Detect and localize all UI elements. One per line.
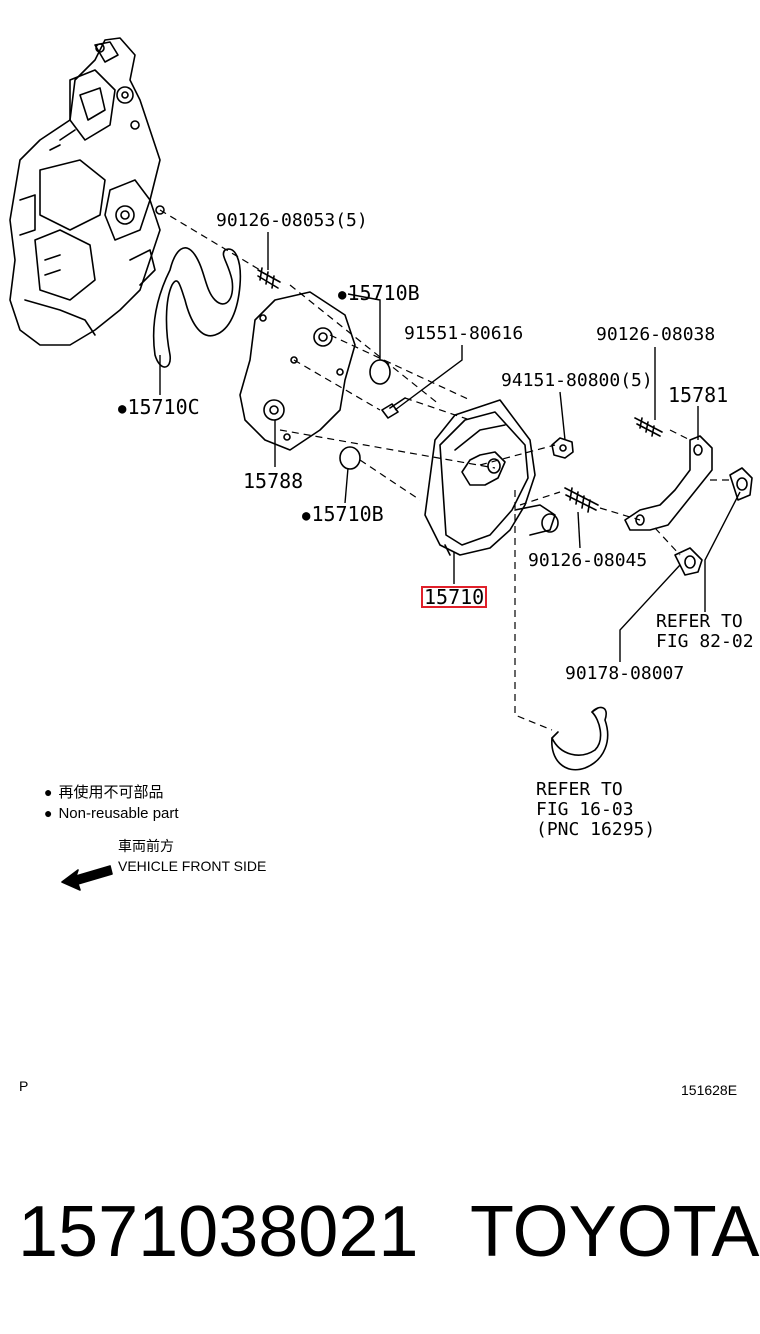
- label-plate-15788: 15788: [243, 469, 304, 493]
- label-refer-fig-82-line2: FIG 82-02: [656, 631, 754, 652]
- label-nut-94151-80800: 94151-80800(5): [501, 370, 653, 391]
- label-refer-fig-82-line1: REFER TO: [656, 611, 743, 632]
- label-refer-fig-16-line2: FIG 16-03: [536, 799, 634, 820]
- exploded-parts-diagram: [9, 37, 753, 891]
- label-stud-90126-08045: 90126-08045: [528, 550, 648, 571]
- label-bolt-91551-80616: 91551-80616: [404, 323, 524, 344]
- label-gasket-15710c: 15710C: [118, 397, 199, 420]
- label-gasket-15710b-bottom: 15710B: [302, 504, 383, 527]
- legend-non-reusable-en: ●Non-reusable part: [44, 805, 179, 822]
- oil-cooler-15710-icon: [424, 399, 559, 556]
- legend-non-reusable-jp-text: 再使用不可部品: [58, 784, 164, 801]
- engine-block-icon: [9, 37, 165, 346]
- label-bracket-15781: 15781: [668, 383, 729, 407]
- label-refer-fig-16-line3: (PNC 16295): [536, 819, 656, 840]
- corner-code-right: 151628E: [681, 1082, 738, 1098]
- hose-icon: [551, 706, 609, 771]
- gasket-15710c-icon: [152, 247, 242, 368]
- label-oil-cooler-15710-highlighted: 15710: [421, 586, 488, 608]
- bolt-90126-08053-icon: [257, 267, 281, 289]
- bushing-90178-08007-icon: [674, 467, 753, 576]
- label-refer-fig-16-line1: REFER TO: [536, 779, 623, 800]
- bolt-90126-08038-icon: [634, 417, 663, 437]
- nut-94151-80800-icon: [551, 437, 574, 459]
- cover-plate-15788-icon: [239, 291, 356, 451]
- label-bushing-90178-08007: 90178-08007: [565, 663, 685, 684]
- stud-90126-08045-icon: [564, 487, 599, 513]
- bracket-15781-icon: [624, 435, 713, 531]
- legend-front-en: VEHICLE FRONT SIDE: [118, 858, 267, 874]
- brand-name: TOYOTA: [470, 1192, 760, 1272]
- o-ring-15710b-bottom-icon: [339, 446, 361, 470]
- legend-non-reusable-en-text: Non-reusable part: [58, 805, 179, 822]
- label-bolt-90126-08038: 90126-08038: [596, 324, 716, 345]
- vehicle-front-arrow-icon: [61, 865, 113, 891]
- legend-front-jp: 車両前方: [118, 838, 174, 854]
- label-bolt-90126-08053: 90126-08053(5): [216, 210, 368, 231]
- corner-code-left: P: [19, 1078, 29, 1094]
- label-gasket-15710b-top: 15710B: [338, 283, 419, 306]
- o-ring-15710b-top-icon: [369, 359, 391, 385]
- legend-non-reusable-jp: ●再使用不可部品: [44, 784, 164, 801]
- part-number: 1571038021: [18, 1192, 419, 1272]
- bolt-91551-80616-icon: [381, 397, 406, 419]
